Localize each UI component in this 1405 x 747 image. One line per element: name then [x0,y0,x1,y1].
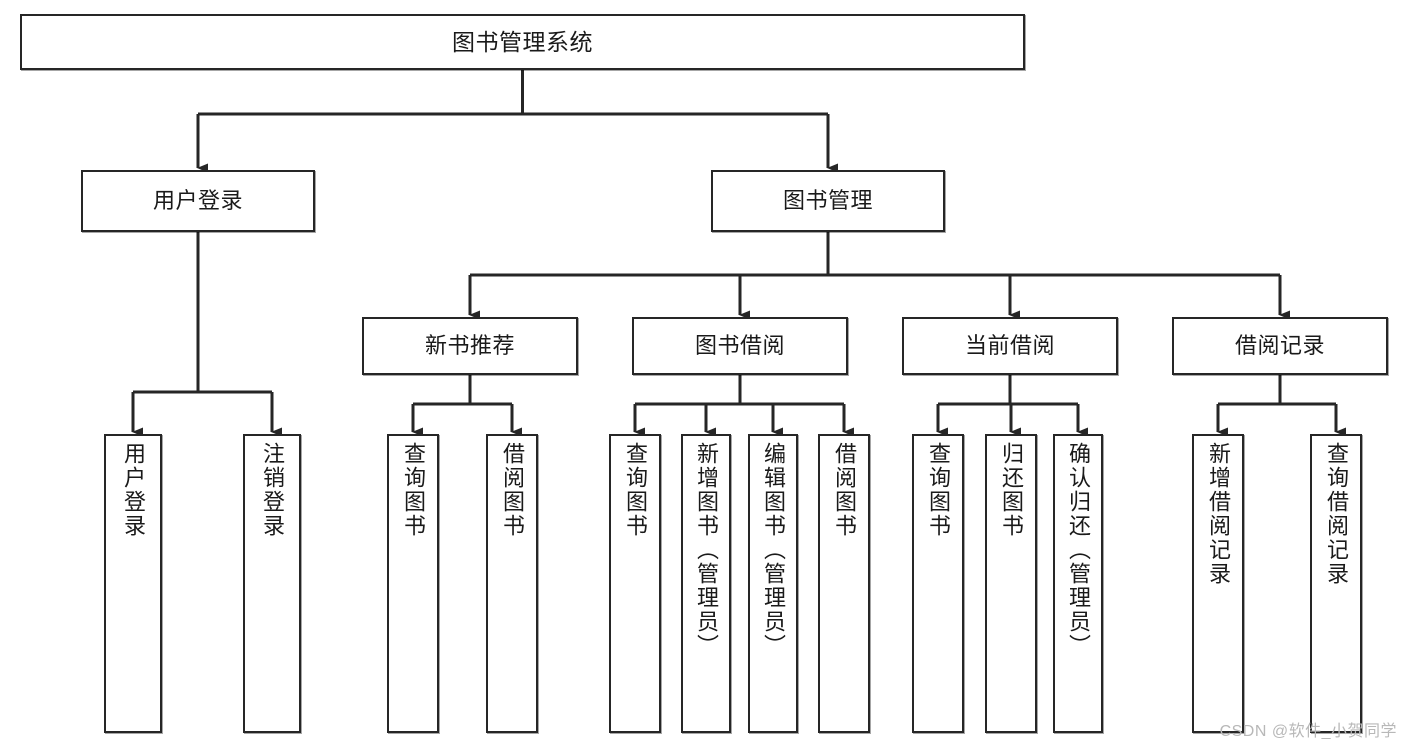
node-label: 新书推荐 [424,333,515,359]
node-leaf-add-borrow-record[interactable]: 新增借阅记录 [1192,434,1244,733]
node-label: 查询借阅记录 [1324,442,1349,586]
node-label: 图书借阅 [694,333,785,359]
node-label: 查询图书 [623,442,648,538]
node-label: 查询图书 [401,442,426,538]
node-label: 当前借阅 [964,333,1055,359]
node-label: 图书管理系统 [452,28,593,55]
node-label: 图书管理 [782,188,873,214]
node-label: 新增图书（管理员） [694,442,719,658]
node-root-system[interactable]: 图书管理系统 [20,14,1025,70]
node-label: 编辑图书（管理员） [761,442,786,658]
node-leaf-edit-book-admin[interactable]: 编辑图书（管理员） [748,434,798,733]
node-borrow-record[interactable]: 借阅记录 [1172,317,1388,375]
node-leaf-add-book-admin[interactable]: 新增图书（管理员） [681,434,731,733]
node-leaf-borrow-book-rec[interactable]: 借阅图书 [486,434,538,733]
node-leaf-return-book[interactable]: 归还图书 [985,434,1037,733]
node-label: 用户登录 [152,188,243,214]
node-leaf-query-book-bor[interactable]: 查询图书 [609,434,661,733]
node-new-book-recommend[interactable]: 新书推荐 [362,317,578,375]
node-leaf-user-login[interactable]: 用户登录 [104,434,162,733]
node-leaf-confirm-return-admin[interactable]: 确认归还（管理员） [1053,434,1103,733]
node-book-manage[interactable]: 图书管理 [711,170,945,232]
node-label: 借阅记录 [1234,333,1325,359]
node-leaf-borrow-book-bor[interactable]: 借阅图书 [818,434,870,733]
node-leaf-query-book-cur[interactable]: 查询图书 [912,434,964,733]
node-label: 确认归还（管理员） [1066,442,1091,658]
node-label: 新增借阅记录 [1206,442,1231,586]
node-current-borrow[interactable]: 当前借阅 [902,317,1118,375]
node-label: 归还图书 [999,442,1024,538]
node-user-login[interactable]: 用户登录 [81,170,315,232]
node-leaf-query-book-rec[interactable]: 查询图书 [387,434,439,733]
node-label: 查询图书 [926,442,951,538]
node-leaf-logout[interactable]: 注销登录 [243,434,301,733]
node-label: 用户登录 [121,442,146,538]
node-label: 借阅图书 [832,442,857,538]
node-leaf-query-borrow-record[interactable]: 查询借阅记录 [1310,434,1362,733]
node-book-borrow[interactable]: 图书借阅 [632,317,848,375]
node-label: 注销登录 [260,442,285,538]
node-label: 借阅图书 [500,442,525,538]
